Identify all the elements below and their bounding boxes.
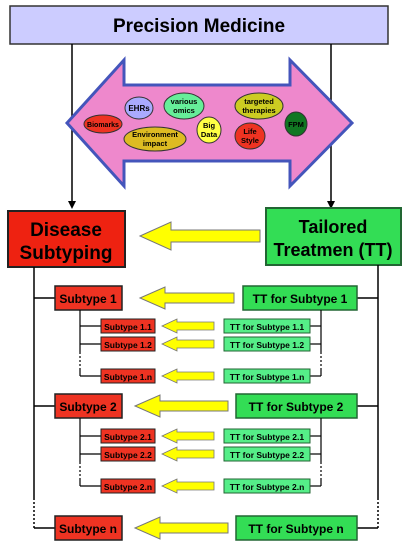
subtype-group-2: Subtype 2 TT for Subtype 2 Subtype 2.1 T… [34,393,378,494]
svg-text:Tailored: Tailored [299,217,368,237]
svg-text:TT for Subtype 2.1: TT for Subtype 2.1 [230,432,304,442]
svg-text:Big: Big [203,121,216,130]
subtype-box [54,393,123,419]
svg-text:Data: Data [201,130,218,139]
subtype-box [54,515,123,541]
svg-text:TT for Subtype 2: TT for Subtype 2 [249,400,344,414]
svg-text:TT for Subtype 1: TT for Subtype 1 [253,292,348,306]
svg-text:Subtype n: Subtype n [59,522,117,536]
child-subtype-box [100,318,156,334]
main-yellow-arrow [138,221,261,251]
tt-box [242,285,358,311]
child-tt-box [223,446,311,462]
svg-text:Disease: Disease [30,220,102,241]
svg-text:Subtype 2.n: Subtype 2.n [104,482,152,492]
svg-text:FPM: FPM [288,120,304,129]
tt-box [235,393,358,419]
svg-text:various: various [171,97,198,106]
bubble-life-style: Life Style [234,122,266,150]
bubble-ehrs: EHRs [124,96,154,120]
yellow-arrow [133,394,229,418]
child-tt-box [223,336,311,352]
bubble-fpm: FPM [284,111,308,137]
svg-text:Environment: Environment [132,130,178,139]
bubble-environment-impact: Environment impact [123,126,187,152]
child-subtype-box [100,478,156,494]
svg-text:Subtyping: Subtyping [20,243,113,264]
title-box: Precision Medicine [9,5,389,45]
child-subtype-box [100,428,156,444]
svg-text:TT for Subtype 1.n: TT for Subtype 1.n [230,372,305,382]
svg-text:Subtype 2.2: Subtype 2.2 [104,450,152,460]
bubble-targeted-therapies: targeted therapies [234,92,284,120]
child-tt-box [223,318,311,334]
subtype-box [54,285,123,311]
tt-box [235,515,358,541]
svg-text:Subtype 1: Subtype 1 [59,292,117,306]
svg-text:Subtype 1.2: Subtype 1.2 [104,340,152,350]
svg-text:Subtype 1.n: Subtype 1.n [104,372,152,382]
svg-text:TT for Subtype 2.2: TT for Subtype 2.2 [230,450,304,460]
bubble-various-omics: various omics [163,92,205,120]
svg-text:omics: omics [173,106,195,115]
svg-text:TT for Subtype 1.1: TT for Subtype 1.1 [230,322,304,332]
svg-text:Biomarks: Biomarks [87,122,119,129]
subtype-group-n: Subtype n TT for Subtype n [34,515,378,541]
bubble-biomarks: Biomarks [83,114,123,134]
disease-subtyping-box: Disease Subtyping [7,210,126,268]
child-subtype-box [100,368,156,384]
svg-text:impact: impact [143,139,168,148]
svg-text:TT for Subtype 2.n: TT for Subtype 2.n [230,482,305,492]
svg-text:Subtype 2.1: Subtype 2.1 [104,432,152,442]
svg-text:Treatmen (TT): Treatmen (TT) [273,240,392,260]
svg-text:TT for Subtype 1.2: TT for Subtype 1.2 [230,340,304,350]
title-text: Precision Medicine [113,16,285,37]
subtype-group-1: Subtype 1 TT for Subtype 1 Subtype 1.1 T… [34,285,378,384]
yellow-arrow [133,516,229,540]
yellow-arrow [138,286,235,310]
child-tt-box [223,368,311,384]
child-subtype-box [100,446,156,462]
svg-text:Style: Style [241,136,259,145]
svg-text:TT for Subtype n: TT for Subtype n [248,522,343,536]
svg-text:targeted: targeted [244,97,274,106]
svg-text:Subtype 1.1: Subtype 1.1 [104,322,152,332]
bubble-big-data: Big Data [196,116,222,144]
child-tt-box [223,428,311,444]
child-tt-box [223,478,311,494]
svg-text:EHRs: EHRs [128,104,150,113]
svg-text:Life: Life [243,127,256,136]
child-subtype-box [100,336,156,352]
tailored-treatment-box: Tailored Treatmen (TT) [265,207,402,266]
svg-text:therapies: therapies [242,106,275,115]
svg-text:Subtype 2: Subtype 2 [59,400,117,414]
